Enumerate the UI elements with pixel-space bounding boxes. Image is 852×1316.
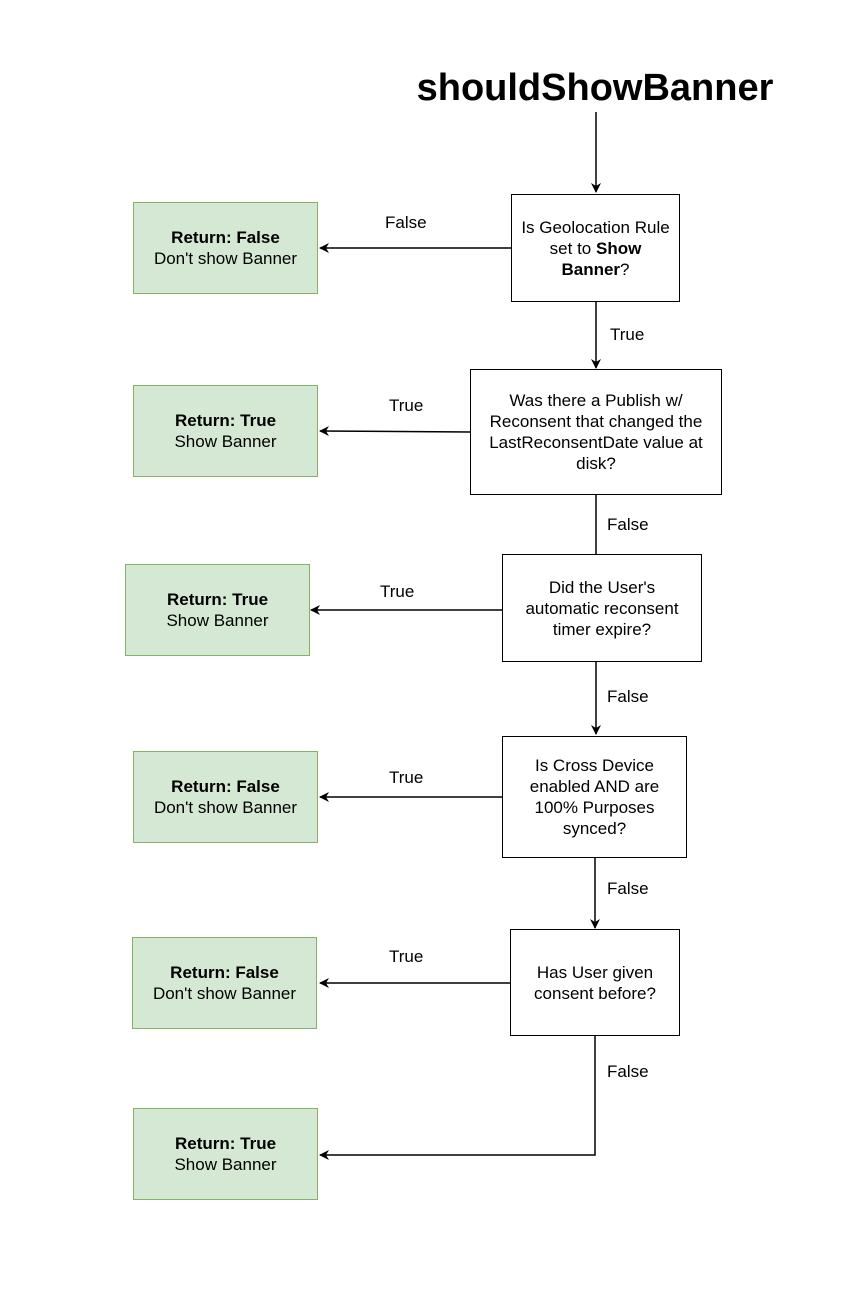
edge-label-geolocation-true: True [610,325,645,344]
result-reconsent-publish-true: Return: True Show Banner [133,385,318,477]
decision-reconsent-timer: Did the User's automatic reconsent timer… [502,554,702,662]
result-timer-true: Return: True Show Banner [125,564,310,656]
arrow-reconsent-publish-true [319,426,471,437]
result-head: Return: False [171,228,280,247]
result-head: Return: False [170,963,279,982]
decision-reconsent-publish: Was there a Publish w/ Reconsent that ch… [470,369,722,495]
decision-reconsent-timer-text: Did the User's automatic reconsent timer… [525,577,679,639]
result-sub: Show Banner [174,1155,277,1174]
edge-label-reconsent-publish-true: True [389,396,424,415]
decision-prior-consent-text: Has User given consent before? [534,962,656,1003]
decision-prior-consent: Has User given consent before? [510,929,680,1036]
edge-label-prior-consent-true: True [389,947,424,966]
decision-reconsent-publish-text: Was there a Publish w/ Reconsent that ch… [489,391,703,473]
result-head: Return: True [174,1134,277,1153]
result-prior-consent-true: Return: False Don't show Banner [132,937,317,1029]
result-sub: Show Banner [166,611,269,630]
result-head: Return: False [171,777,280,796]
result-sub: Don't show Banner [153,798,298,817]
decision-geolocation-rule: Is Geolocation Rule set to Show Banner? [511,194,680,302]
edge-label-cross-device-true: True [389,768,424,787]
decision-geolocation-text: Is Geolocation Rule set to Show Banner? [521,217,670,279]
result-geolocation-false: Return: False Don't show Banner [133,202,318,294]
result-cross-device-true: Return: False Don't show Banner [133,751,318,843]
result-head: Return: True [166,590,269,609]
edge-label-geolocation-false: False [385,213,427,232]
diagram-title: shouldShowBanner [416,67,774,109]
result-prior-consent-false: Return: True Show Banner [133,1108,318,1200]
edge-label-timer-false: False [607,687,649,706]
result-sub: Don't show Banner [152,984,297,1003]
result-sub: Show Banner [174,432,277,451]
edge-label-cross-device-false: False [607,879,649,898]
decision-cross-device-text: Is Cross Device enabled AND are 100% Pur… [529,756,660,838]
edge-label-prior-consent-false: False [607,1062,649,1081]
decision-cross-device: Is Cross Device enabled AND are 100% Pur… [502,736,687,858]
arrow-consent-false [319,1036,596,1160]
edge-label-reconsent-publish-false: False [607,515,649,534]
edge-label-timer-true: True [380,582,415,601]
result-head: Return: True [174,411,277,430]
result-sub: Don't show Banner [153,249,298,268]
